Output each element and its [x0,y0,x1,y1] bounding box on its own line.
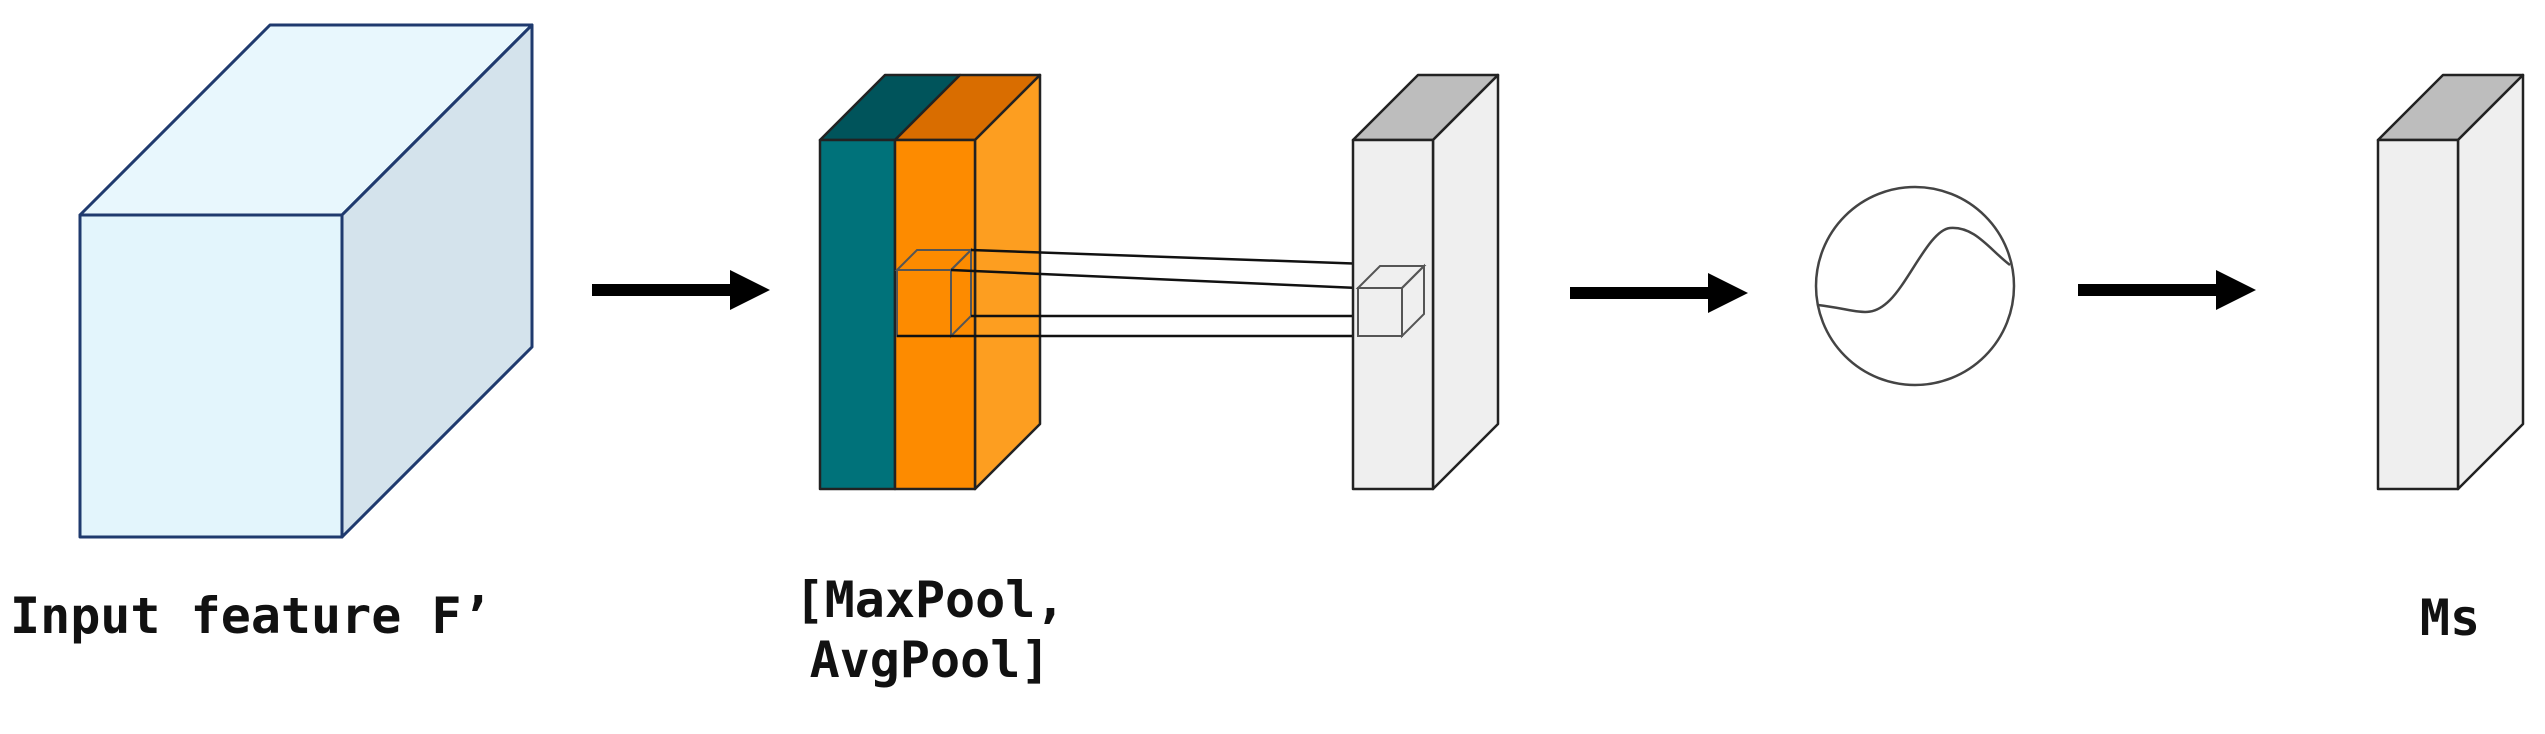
sigmoid-icon [1814,185,2016,387]
arrow-1 [592,270,770,310]
conv-output-pixel [1355,263,1427,339]
arrow-2 [1570,273,1748,313]
input-feature-cube [78,23,534,539]
input-cube-front-face [78,213,344,539]
avgpool-side-face [973,73,1042,491]
arrow-3 [2078,270,2256,310]
output-ms-label: Ms [2419,589,2481,647]
output-ms-map [2376,73,2525,491]
ms-map-side-face [2456,73,2525,491]
pooling-label-line-1: [MaxPool, [794,571,1066,629]
conv-map-side-face [1431,73,1500,491]
conv-projection-lines [897,248,1425,338]
pooled-feature-block [818,73,1042,491]
avgpool-channel [893,138,977,491]
pooling-label: [MaxPool, AvgPool] [745,570,1115,690]
ms-map-front-face [2376,138,2460,491]
input-feature-label: Input feature F’ [10,587,492,645]
conv-output-map [1351,73,1500,491]
maxpool-channel [818,138,897,491]
conv-map-front-face [1351,138,1435,491]
pooling-label-line-2: AvgPool] [809,631,1051,689]
